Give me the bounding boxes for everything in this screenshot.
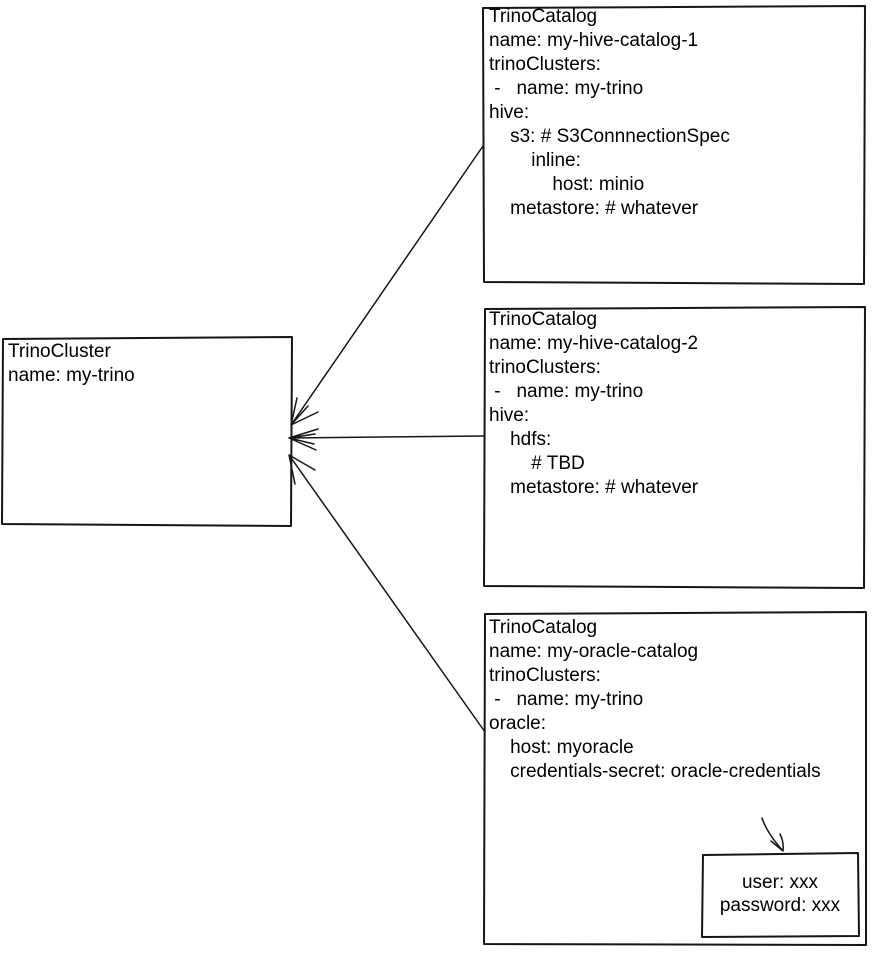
trino-catalog-2-text: TrinoCatalog name: my-hive-catalog-2 tri… [489, 309, 699, 498]
edge-catalog1-to-cluster [290, 145, 484, 426]
edge-catalog3-to-cluster [288, 454, 486, 733]
secret-box [701, 852, 860, 938]
trino-catalog-1-text: TrinoCatalog name: my-hive-catalog-1 tri… [489, 6, 730, 219]
trino-catalog-2-box [483, 306, 866, 589]
trino-catalog-1-box [482, 5, 866, 285]
trino-cluster-text: TrinoCluster name: my-trino [8, 341, 135, 386]
trino-catalog-3-text: TrinoCatalog name: my-oracle-catalog tri… [489, 617, 821, 782]
arrow-credentials-to-secret [761, 817, 784, 852]
secret-box-text: user: xxx password: xxx [719, 872, 841, 916]
trino-cluster-box [1, 336, 293, 527]
edge-catalog2-to-cluster [288, 428, 486, 451]
